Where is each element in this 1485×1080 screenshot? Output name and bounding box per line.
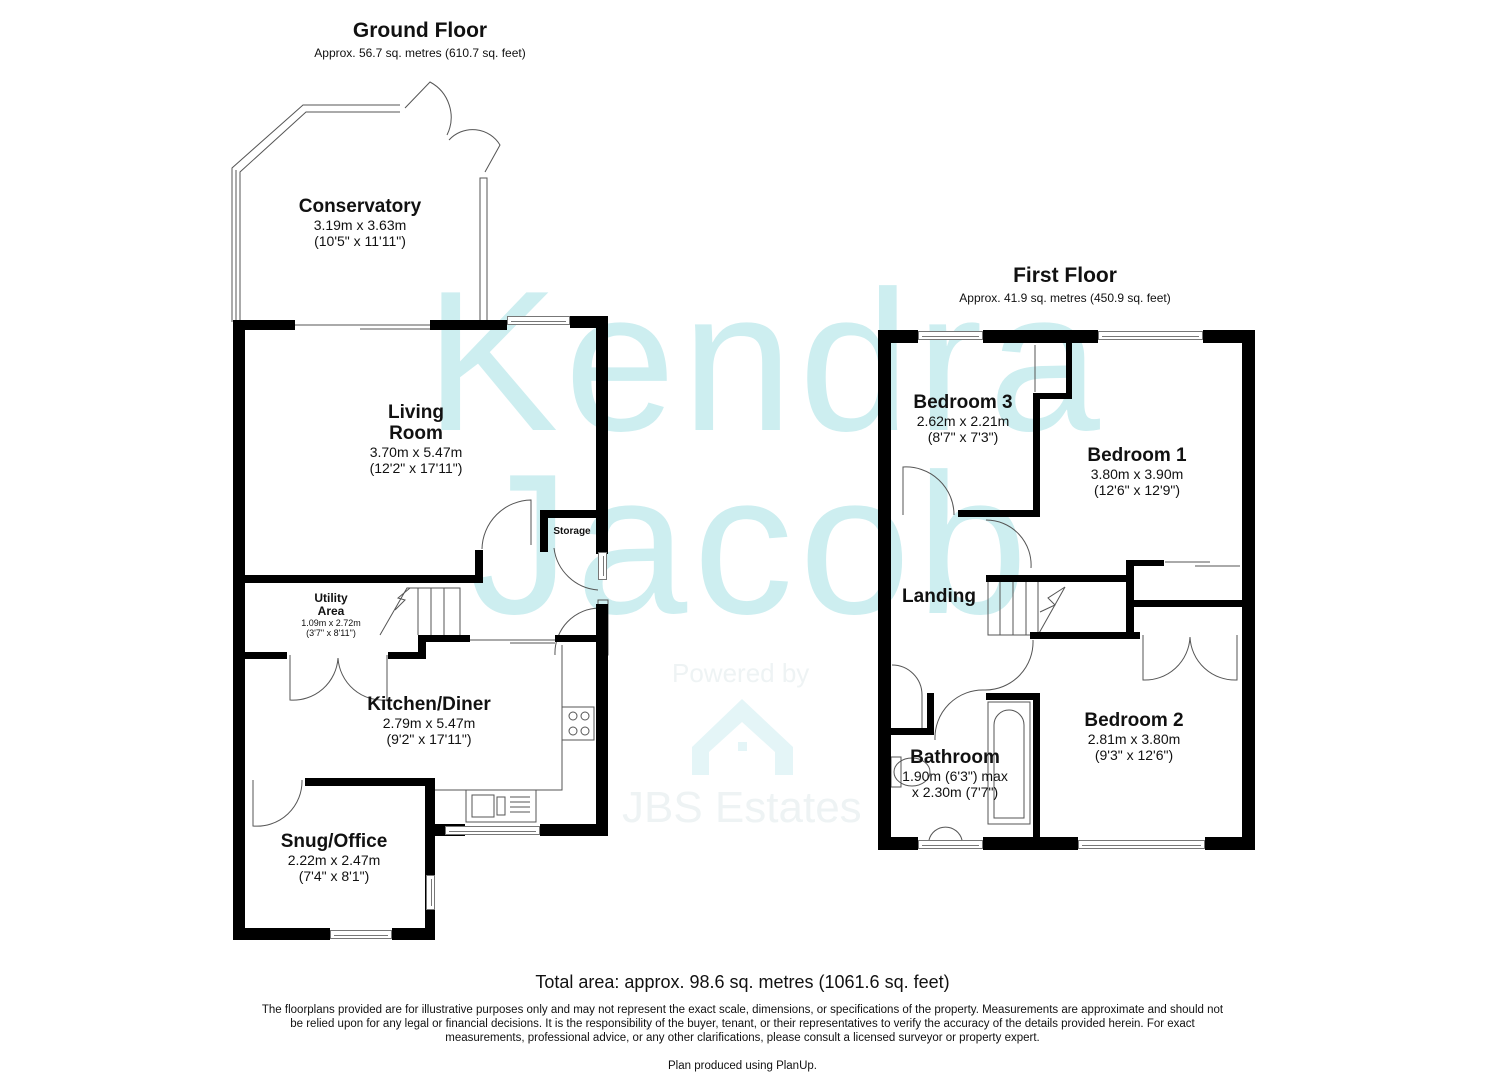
wall — [596, 604, 608, 836]
wall — [983, 330, 1098, 343]
ground-floor-title: Ground Floor — [352, 19, 488, 42]
wall — [555, 635, 608, 642]
wall — [305, 778, 435, 786]
window — [330, 930, 392, 939]
room-bedroom-2: Bedroom 2 2.81m x 3.80m (9'3" x 12'6") — [1084, 710, 1184, 763]
wall — [540, 510, 548, 552]
wall — [475, 550, 483, 583]
wall — [233, 320, 295, 330]
wall — [392, 928, 435, 940]
wall — [540, 824, 608, 836]
wall — [986, 693, 1036, 700]
wall — [1242, 330, 1255, 850]
wall — [958, 510, 1040, 517]
wall — [878, 837, 918, 850]
room-bedroom-3: Bedroom 3 2.62m x 2.21m (8'7" x 7'3") — [913, 392, 1013, 445]
ground-floor-area: Approx. 56.7 sq. metres (610.7 sq. feet) — [314, 46, 526, 60]
watermark-powered-by: Powered by — [672, 658, 810, 688]
produced-by: Plan produced using PlanUp. — [668, 1060, 817, 1072]
wall — [1066, 340, 1072, 399]
wall — [418, 635, 426, 659]
window — [918, 331, 983, 340]
room-storage: Storage — [553, 526, 591, 537]
window — [1098, 331, 1203, 340]
wall — [1126, 560, 1164, 566]
first-floor-title: First Floor — [1013, 264, 1117, 287]
wall — [1033, 693, 1040, 848]
wall — [1205, 837, 1255, 850]
wall — [430, 320, 507, 330]
window — [918, 840, 983, 849]
wall — [245, 652, 287, 659]
wall — [596, 316, 608, 554]
wall — [927, 693, 934, 735]
wall — [878, 330, 918, 343]
wall — [388, 652, 420, 659]
total-area: Total area: approx. 98.6 sq. metres (106… — [535, 972, 950, 992]
wall — [986, 575, 1128, 582]
wall — [540, 510, 598, 518]
wall — [1040, 393, 1072, 399]
wall — [418, 635, 470, 642]
watermark-agent-line1: Kendra — [425, 250, 1106, 473]
wall — [890, 728, 934, 735]
wall — [878, 330, 891, 850]
window — [598, 552, 607, 580]
wall — [1130, 600, 1245, 607]
room-living-room: Living Room 3.70m x 5.47m (12'2" x 17'11… — [369, 402, 463, 476]
wall — [425, 786, 435, 940]
wall — [983, 837, 1078, 850]
wall — [233, 322, 245, 940]
wall — [1126, 560, 1134, 635]
wall — [1033, 393, 1040, 515]
room-landing: Landing — [902, 586, 976, 607]
room-bathroom: Bathroom 1.90m (6'3") max x 2.30m (7'7") — [902, 747, 1008, 800]
wall — [233, 928, 330, 940]
wall — [245, 575, 475, 583]
window — [426, 875, 435, 910]
watermark-brand: JBS Estates — [622, 783, 862, 832]
room-conservatory: Conservatory 3.19m x 3.63m (10'5" x 11'1… — [298, 196, 422, 249]
first-floor-area: Approx. 41.9 sq. metres (450.9 sq. feet) — [959, 291, 1171, 305]
disclaimer: The floorplans provided are for illustra… — [261, 1004, 1224, 1044]
watermark-agent-line2: Jacob — [470, 433, 1034, 656]
room-kitchen-diner: Kitchen/Diner 2.79m x 5.47m (9'2" x 17'1… — [367, 694, 491, 747]
room-snug-office: Snug/Office 2.22m x 2.47m (7'4" x 8'1") — [280, 831, 388, 884]
window — [507, 316, 570, 325]
room-bedroom-1: Bedroom 1 3.80m x 3.90m (12'6" x 12'9") — [1087, 445, 1187, 498]
room-utility-area: Utility Area 1.09m x 2.72m (3'7" x 8'11"… — [301, 591, 361, 639]
window — [1078, 840, 1205, 849]
window — [445, 826, 540, 835]
house-icon — [692, 699, 793, 775]
wall — [1030, 632, 1140, 639]
